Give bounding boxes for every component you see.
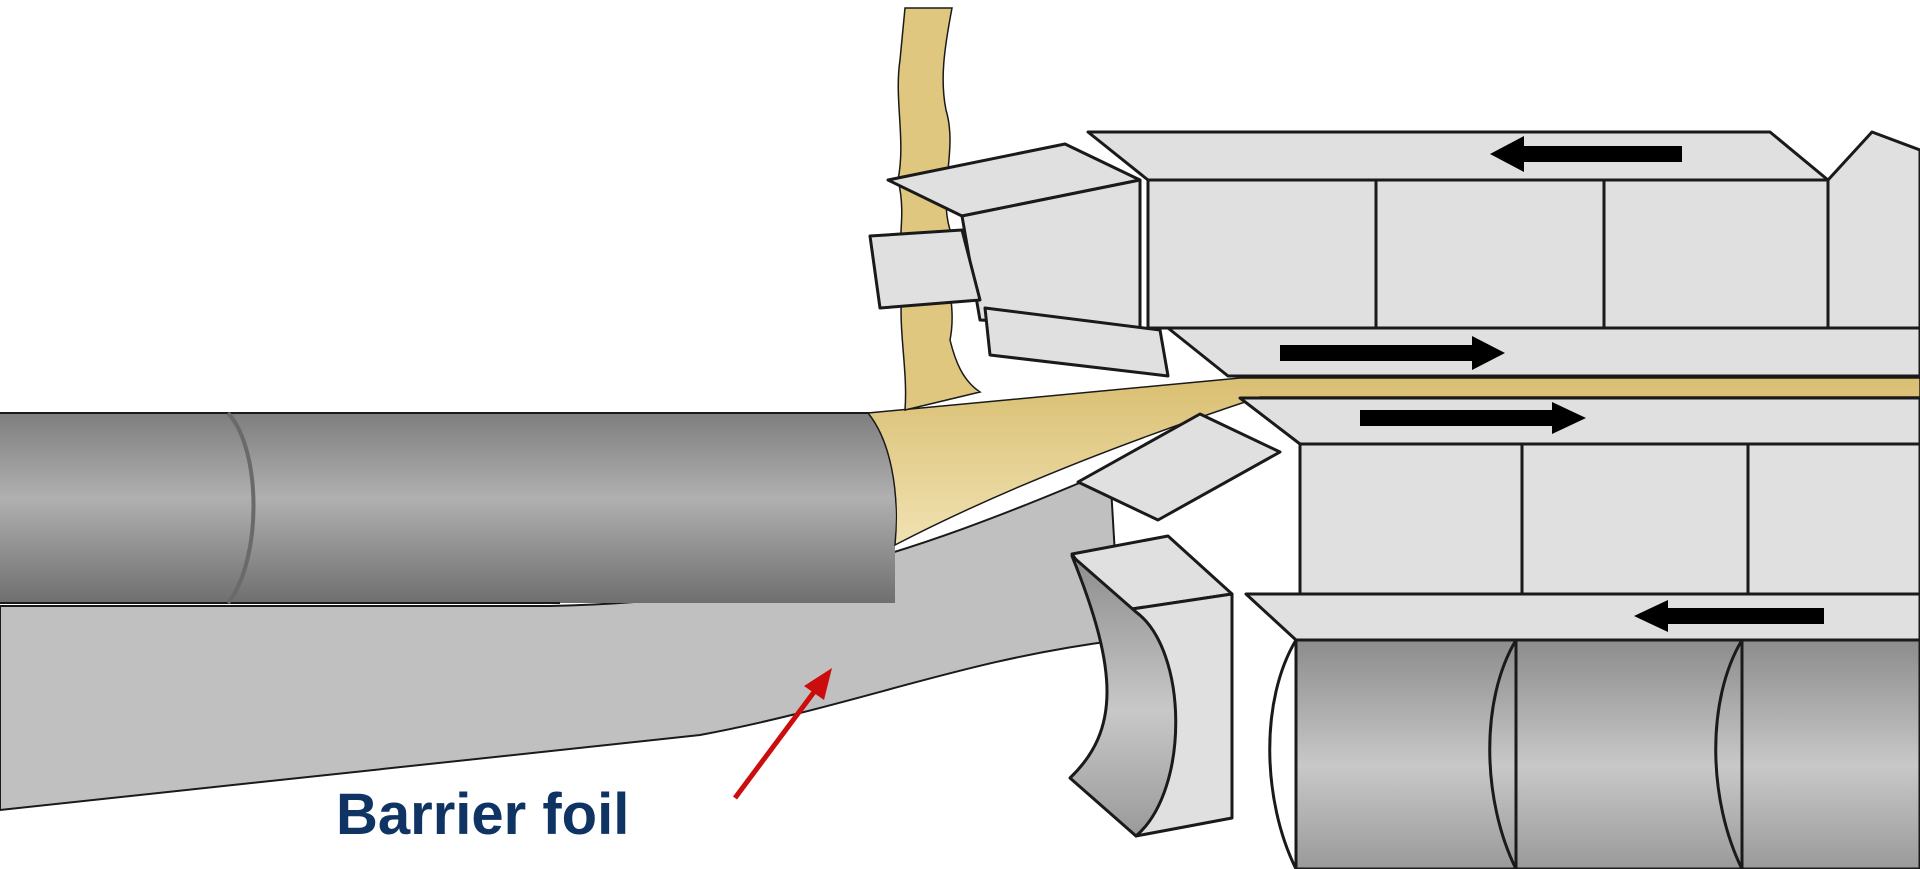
motion-arrow-right-icon xyxy=(1280,336,1505,370)
middle-block-row xyxy=(983,306,1920,614)
motion-arrows xyxy=(1280,136,1824,632)
motion-arrow-left-icon xyxy=(1634,600,1824,632)
pointer-arrow-icon xyxy=(732,668,832,800)
barrier-foil-label: Barrier foil xyxy=(336,782,630,847)
lower-roller-row xyxy=(1068,554,1920,869)
upper-block-row xyxy=(868,130,1920,330)
foil-tube xyxy=(0,413,895,603)
motion-arrow-left-icon xyxy=(1490,136,1682,172)
tube-outline xyxy=(0,412,870,604)
adhesive-film xyxy=(866,377,1920,547)
tube-seam xyxy=(226,411,256,605)
motion-arrow-right-icon xyxy=(1360,402,1586,434)
